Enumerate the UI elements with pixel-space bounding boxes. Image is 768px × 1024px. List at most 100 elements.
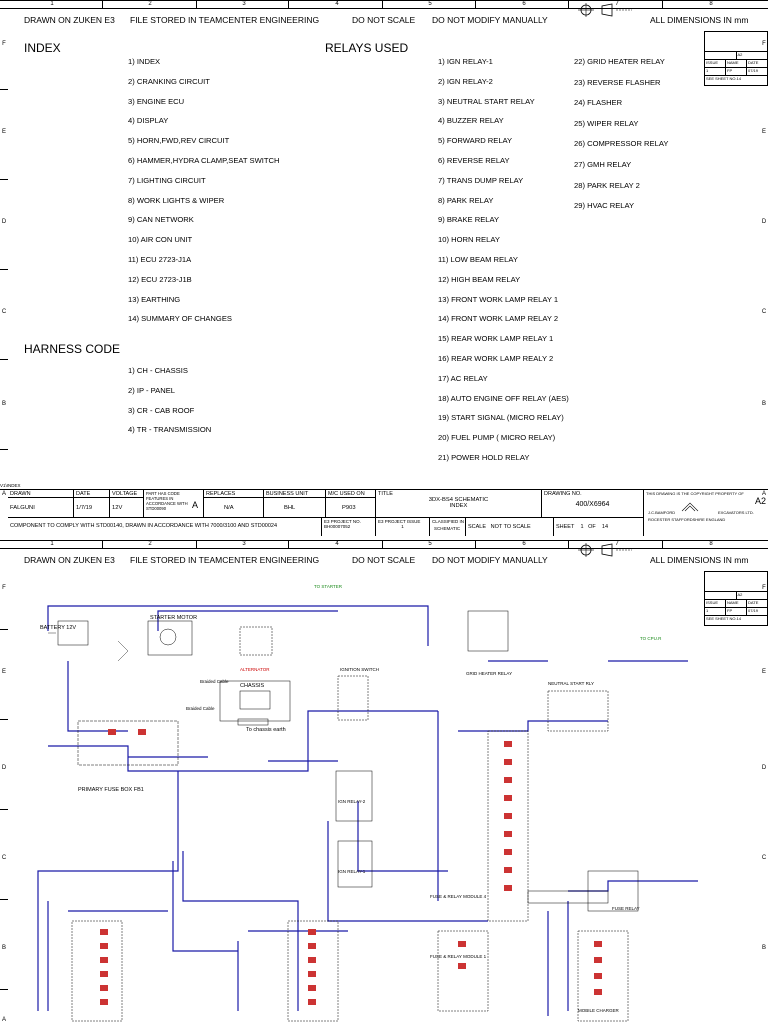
index-item: 4) DISPLAY xyxy=(128,116,169,126)
zone-label: 6 xyxy=(522,1,526,7)
part-code: A xyxy=(192,500,199,510)
relays-title: RELAYS USED xyxy=(325,41,409,55)
alternator-label: ALTERNATOR xyxy=(240,667,270,672)
revision-panel: A2 ISSUE NAME DATE 1 FP 07/19 SEE SHEET … xyxy=(704,31,768,86)
company-name-1: J.C.BAMFORD xyxy=(648,510,676,515)
company-name-2: EXCAVATORS LTD. xyxy=(718,510,754,515)
drawn-label: DRAWN xyxy=(8,490,74,498)
name-value: FP xyxy=(726,608,747,615)
relay-item: 28) PARK RELAY 2 xyxy=(574,180,640,190)
index-item: 12) ECU 2723-J1B xyxy=(128,274,192,284)
title-value-1: 3DX-BS4 SCHEMATIC xyxy=(428,497,489,503)
index-item: 10) AIR CON UNIT xyxy=(128,235,193,245)
drawing-no-label: DRAWING NO. xyxy=(544,491,582,497)
relay-item: 18) AUTO ENGINE OFF RELAY (AES) xyxy=(438,393,569,403)
revision-panel-2: A2 ISSUE NAME DATE 1 FP 07/19 SEE SHEET … xyxy=(704,571,768,626)
copyright-note: THIS DRAWING IS THE COPYRIGHT PROPERTY O… xyxy=(646,491,744,496)
zone-label: 7 xyxy=(615,1,619,7)
fuse-module-1-label: FUSE & RELAY MODULE 1 xyxy=(430,954,487,959)
scale-label: SCALE xyxy=(468,524,487,530)
index-item: 6) HAMMER,HYDRA CLAMP,SEAT SWITCH xyxy=(128,156,280,165)
zone-label: 5 xyxy=(428,1,432,7)
see-sheet-note: SEE SHEET NO.14 xyxy=(706,616,742,621)
starter-motor-label: STARTER MOTOR xyxy=(150,615,198,621)
relay-item: 5) FORWARD RELAY xyxy=(438,136,513,146)
relay-item: 12) HIGH BEAM RELAY xyxy=(438,274,521,284)
relay-item: 6) REVERSE RELAY xyxy=(438,156,510,165)
name-value: FP xyxy=(726,68,747,75)
scale-cell: SCALE NOT TO SCALE xyxy=(466,518,554,536)
file-stored-note: FILE STORED IN TEAMCENTER ENGINEERING xyxy=(130,15,320,25)
index-title: INDEX xyxy=(24,41,61,55)
neutral-start-relay-label: NEUTRAL START RLY xyxy=(548,681,595,686)
drawing-no-cell: DRAWING NO. 400/X6964 xyxy=(542,490,644,518)
harness-code-item: 2) IP - PANEL xyxy=(128,385,175,395)
projection-symbol-icon xyxy=(578,543,632,557)
relay-item: 26) COMPRESSOR RELAY xyxy=(574,139,669,149)
zone-label: 8 xyxy=(709,1,713,7)
company-address: ROCESTER STAFFORDSHIRE ENGLAND xyxy=(648,517,726,522)
relay-item: 20) FUEL PUMP ( MICRO RELAY) xyxy=(438,433,556,443)
date-label: DATE xyxy=(74,490,110,498)
issue-label: ISSUE xyxy=(705,60,726,67)
sheet-size: A2 xyxy=(737,592,743,597)
row-label: B xyxy=(1,945,6,951)
grid-heater-relay-label: GRID HEATER RELAY xyxy=(466,671,513,676)
relay-item: 2) IGN RELAY-2 xyxy=(438,76,493,86)
issue-value: 1 xyxy=(705,68,726,75)
relay-item: 17) AC RELAY xyxy=(438,373,488,383)
row-label: D xyxy=(1,219,7,225)
row-label: F xyxy=(762,585,766,591)
chassis-earth-label: To chassis earth xyxy=(246,727,286,733)
drawn-on-note: DRAWN ON ZUKEN E3 xyxy=(24,15,115,25)
harness-code-item: 1) CH - CHASSIS xyxy=(128,366,188,375)
size-value: A2 xyxy=(754,496,766,506)
index-item: 9) CAN NETWORK xyxy=(128,215,194,225)
index-sheet: 1 2 3 4 5 6 7 8 F E D C B A F E D C B A … xyxy=(0,0,768,536)
relay-item: 1) IGN RELAY-1 xyxy=(438,57,493,66)
zone-ruler-top-2: 1 2 3 4 5 6 7 8 xyxy=(0,541,768,549)
relay-item: 19) START SIGNAL (MICRO RELAY) xyxy=(438,413,564,423)
jcb-logo-icon xyxy=(681,502,699,512)
relay-item: 16) REAR WORK LAMP REALY 2 xyxy=(438,354,554,363)
braided-cable-label-2: Braided Cable xyxy=(186,706,215,711)
index-item: 7) LIGHTING CIRCUIT xyxy=(128,175,206,185)
relay-item: 29) HVAC RELAY xyxy=(574,201,635,211)
fuse-relay-label: FUSE RELAY xyxy=(612,906,640,911)
row-label: E xyxy=(1,129,6,135)
primary-fuse-box-label: PRIMARY FUSE BOX FB1 xyxy=(78,787,144,793)
title-value-2: INDEX xyxy=(449,503,468,509)
drawn-on-note: DRAWN ON ZUKEN E3 xyxy=(24,555,115,565)
title-label: TITLE xyxy=(378,491,393,497)
row-label: B xyxy=(761,401,766,407)
wiring-schematic xyxy=(37,605,698,1022)
dimensions-note: ALL DIMENSIONS IN mm xyxy=(650,555,749,565)
relay-item: 4) BUZZER RELAY xyxy=(438,116,504,126)
e3-project-label: E3 PROJECT NO. xyxy=(324,519,361,524)
classified-label: CLASSIFIED IN xyxy=(430,518,466,536)
date-label: DATE xyxy=(748,60,759,65)
harness-code-item: 3) CR - CAB ROOF xyxy=(128,405,195,415)
relay-item: 11) LOW BEAM RELAY xyxy=(438,255,518,264)
row-label: F xyxy=(762,41,766,47)
drawing-no-value: 400/X6964 xyxy=(575,501,610,508)
zone-label: 4 xyxy=(335,1,339,7)
sheet-label: SHEET xyxy=(556,524,575,530)
of-value: 14 xyxy=(601,524,609,530)
to-starter-label: TO STARTER xyxy=(314,584,343,589)
row-label: E xyxy=(1,669,6,675)
issue-value: 1 xyxy=(705,608,726,615)
relay-item: 10) HORN RELAY xyxy=(438,235,500,245)
index-item: 2) CRANKING CIRCUIT xyxy=(128,76,210,86)
business-unit-label: BUSINESS UNIT xyxy=(264,490,326,498)
relay-item: 15) REAR WORK LAMP RELAY 1 xyxy=(438,334,554,344)
scale-value: NOT TO SCALE xyxy=(490,524,531,530)
e3-issue-label: E3 PROJECT ISSUE xyxy=(378,519,421,524)
voltage-value: 12V xyxy=(110,498,144,518)
do-not-modify-note: DO NOT MODIFY MANUALLY xyxy=(432,15,548,25)
index-item: 11) ECU 2723-J1A xyxy=(128,255,192,264)
ignition-switch-label: IGNITION SWITCH xyxy=(340,667,379,672)
zone-label: 2 xyxy=(148,541,152,547)
comply-note: COMPONENT TO COMPLY WITH STD00140, DRAWN… xyxy=(8,518,322,536)
voltage-label: VOLTAGE xyxy=(110,490,144,498)
